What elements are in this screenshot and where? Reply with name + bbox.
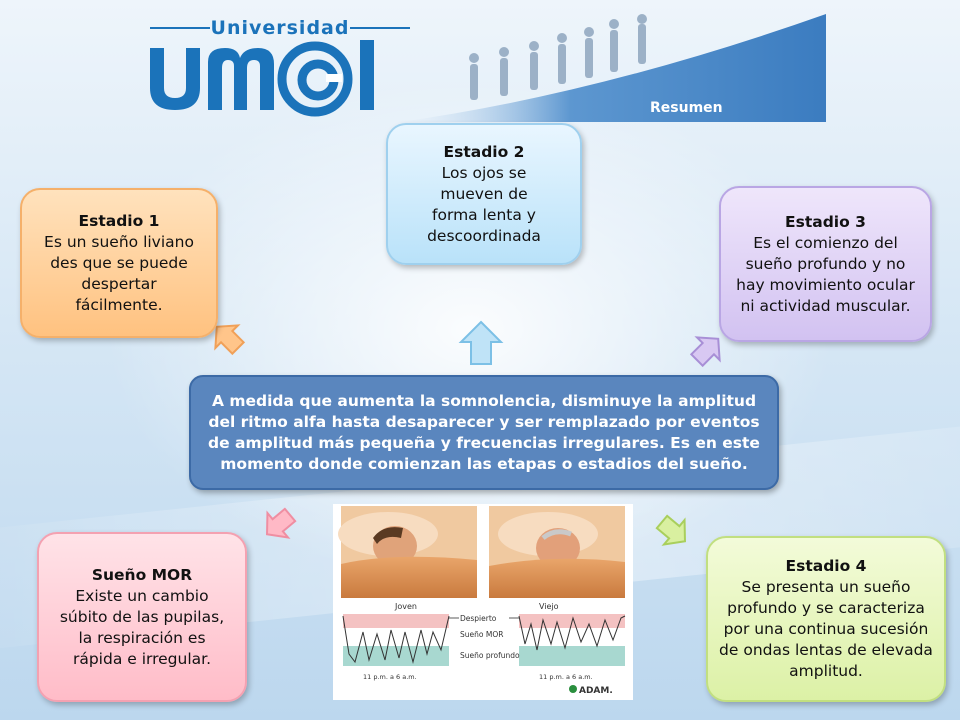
- rem-sleep-box: Sueño MOR Existe un cambio súbito de las…: [37, 532, 247, 702]
- sleep-figure-svg: Joven Viejo Despierto Sueño MOR Sueño pr…: [338, 506, 626, 696]
- stage-4-title: Estadio 4: [785, 557, 867, 575]
- umel-logo: Universidad: [150, 17, 410, 117]
- logo-universidad-text: Universidad: [211, 17, 350, 39]
- central-summary-box: A medida que aumenta la somnolencia, dis…: [189, 375, 779, 490]
- time-left: 11 p.m. a 6 a.m.: [363, 673, 417, 681]
- stage-4-text: Se presenta un sueño profundo y se carac…: [719, 578, 933, 680]
- stage-3-text: Es el comienzo del sueño profundo y no h…: [736, 233, 915, 315]
- label-rem: Sueño MOR: [460, 630, 503, 639]
- adam-logo-icon: [569, 685, 577, 693]
- young-sleeper-image: [338, 506, 477, 598]
- central-summary-text: A medida que aumenta la somnolencia, dis…: [208, 391, 760, 473]
- header-banner: [400, 14, 826, 122]
- stage-2-title: Estadio 2: [443, 142, 525, 161]
- stage-1-text: Es un sueño liviano des que se puede des…: [44, 232, 194, 314]
- label-awake: Despierto: [460, 614, 497, 623]
- stage-1-title: Estadio 1: [78, 211, 160, 230]
- sleep-illustration: Joven Viejo Despierto Sueño MOR Sueño pr…: [333, 504, 633, 700]
- old-hypnogram: [518, 614, 626, 666]
- old-sleeper-image: [489, 506, 625, 598]
- section-label: Resumen: [650, 100, 723, 116]
- people-silhouettes-icon: [469, 14, 647, 100]
- stage-1-box: Estadio 1 Es un sueño liviano des que se…: [20, 188, 218, 338]
- rem-sleep-text: Existe un cambio súbito de las pupilas, …: [59, 586, 225, 668]
- stage-3-box: Estadio 3 Es el comienzo del sueño profu…: [719, 186, 932, 342]
- label-old: Viejo: [539, 602, 559, 611]
- stage-2-text: Los ojos se mueven de forma lenta y desc…: [427, 163, 541, 245]
- rem-sleep-title: Sueño MOR: [91, 565, 193, 584]
- logo-umel-wordmark: [150, 40, 374, 117]
- young-hypnogram: [342, 614, 450, 666]
- figure-credit: ADAM.: [579, 686, 613, 696]
- stage-3-title: Estadio 3: [785, 212, 866, 231]
- label-deep: Sueño profundo: [460, 651, 520, 660]
- time-right: 11 p.m. a 6 a.m.: [539, 673, 593, 681]
- stage-4-box: Estadio 4 Se presenta un sueño profundo …: [706, 536, 946, 702]
- stage-2-box: Estadio 2 Los ojos se mueven de forma le…: [386, 123, 582, 265]
- label-young: Joven: [394, 602, 417, 611]
